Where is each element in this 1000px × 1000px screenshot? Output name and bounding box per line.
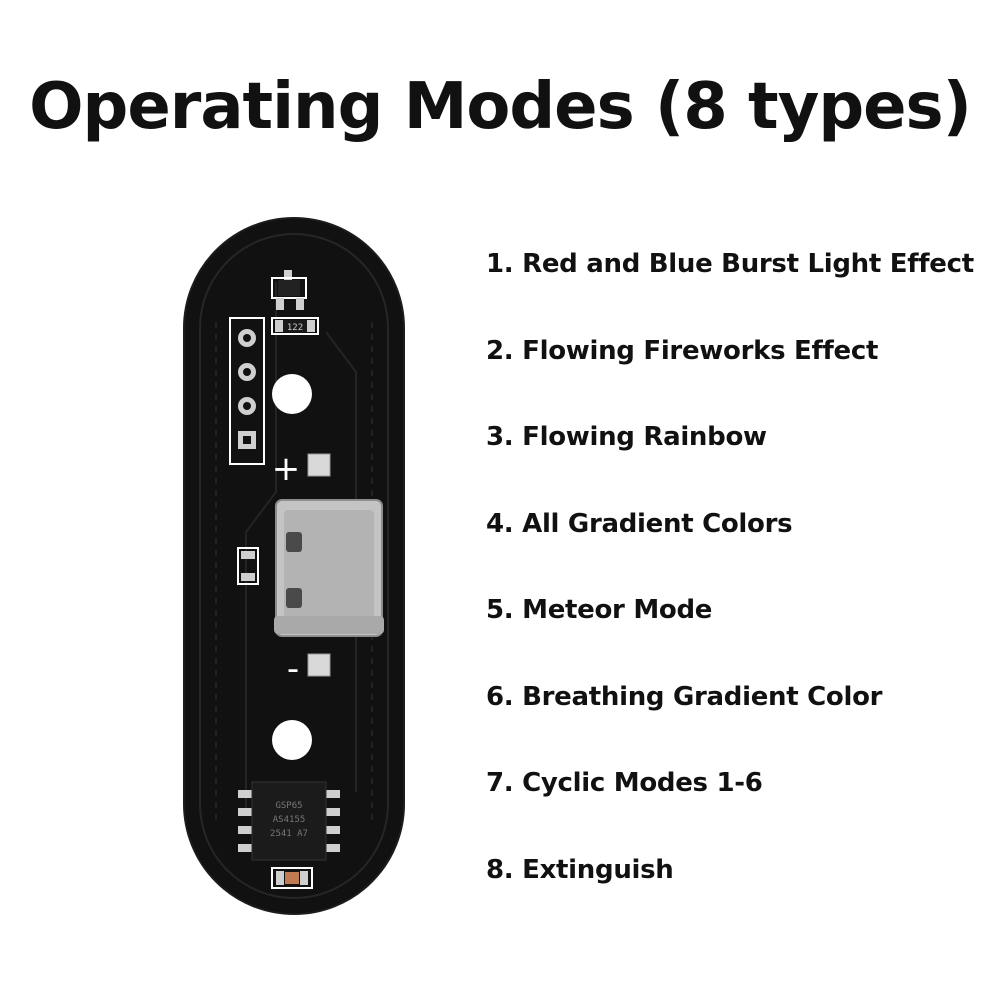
ic-marking-line: AS4155 <box>273 815 306 825</box>
mode-item: 5. Meteor Mode <box>486 595 713 625</box>
mode-item: 7. Cyclic Modes 1-6 <box>486 768 763 798</box>
mode-item: 1. Red and Blue Burst Light Effect <box>486 249 974 279</box>
pcb-trace-outline <box>199 233 389 899</box>
pcb-trace <box>325 331 357 792</box>
minus-label: - <box>287 649 299 689</box>
pcb-board-image: 122 + - <box>176 212 412 920</box>
mode-list: 1. Red and Blue Burst Light Effect 2. Fl… <box>486 244 974 936</box>
page-title: Operating Modes (8 types) <box>29 70 972 144</box>
mode-item: 2. Flowing Fireworks Effect <box>486 335 879 366</box>
pcb-board-drawing: 122 + - <box>183 217 405 915</box>
ic-chip: GSP65 AS4155 2541 A7 <box>238 781 340 861</box>
mode-item: 6. Breathing Gradient Color <box>486 681 883 712</box>
mode-item: 8. Extinguish <box>486 854 674 885</box>
ic-marking-line: 2541 A7 <box>270 829 308 839</box>
plus-label: + <box>272 449 301 489</box>
mounting-hole-bottom <box>272 720 312 760</box>
minus-pad <box>307 653 331 677</box>
mounting-hole-top <box>272 374 312 414</box>
resistor-code: 122 <box>287 323 303 333</box>
mode-item: 4. All Gradient Colors <box>486 508 793 539</box>
mode-item: 3. Flowing Rainbow <box>486 422 767 452</box>
ic-marking-line: GSP65 <box>275 801 302 811</box>
usb-c-connector <box>274 499 384 637</box>
transistor-component <box>271 270 307 310</box>
pin-header <box>229 317 265 465</box>
plus-pad <box>307 453 331 477</box>
side-resistor-component <box>237 547 259 585</box>
resistor-component: 122 <box>271 317 319 335</box>
bottom-led <box>271 867 313 889</box>
